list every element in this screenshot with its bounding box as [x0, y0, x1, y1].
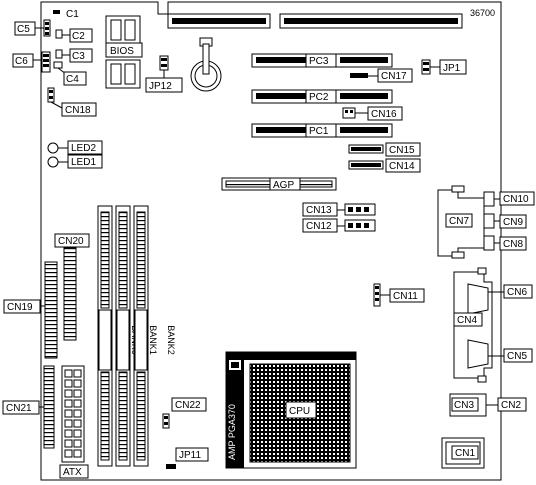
capacitor-c5: C5 [14, 19, 51, 37]
svg-text:CN16: CN16 [371, 109, 397, 120]
pci-slot-pc1: PC1 [251, 123, 393, 138]
svg-text:BANK1: BANK1 [148, 325, 158, 355]
svg-text:CN15: CN15 [389, 145, 415, 156]
connector-cn7: CN7 [437, 185, 485, 259]
svg-text:CN21: CN21 [6, 403, 32, 414]
svg-text:CN4: CN4 [457, 315, 477, 326]
svg-text:CN22: CN22 [175, 400, 201, 411]
svg-text:JP11: JP11 [179, 450, 201, 461]
connector-cn17: CN17 [350, 68, 413, 83]
svg-text:CN20: CN20 [58, 236, 84, 247]
svg-text:CN17: CN17 [381, 71, 407, 82]
connector-cn1: CN1 [441, 437, 485, 469]
svg-text:CN3: CN3 [454, 400, 474, 411]
svg-text:CN13: CN13 [306, 205, 332, 216]
capacitor-c4: C4 [53, 61, 87, 86]
svg-text:PC3: PC3 [309, 56, 329, 67]
connector-cn5: CN5 [488, 348, 533, 363]
svg-text:CN5: CN5 [507, 351, 527, 362]
svg-text:JP1: JP1 [443, 63, 461, 74]
connector-cn4: CN4 [453, 267, 493, 383]
bios-chip: BIOS [105, 15, 143, 89]
agp-slot: AGP [221, 177, 337, 191]
svg-text:CN1: CN1 [455, 448, 475, 459]
svg-text:CN8: CN8 [503, 239, 523, 250]
connector-cn19: CN19 [3, 261, 58, 359]
connector-cn3: CN3 [449, 393, 487, 417]
jumper-jp12: JP12 [145, 55, 183, 93]
jumper-jp11: JP11 [166, 447, 209, 469]
cpu-socket: CPU AMP PGA370 [225, 351, 357, 469]
svg-text:CN11: CN11 [393, 291, 418, 302]
capacitor-c2: C2 [55, 28, 93, 43]
led-1: LED1 [47, 154, 103, 169]
dimm-bank-0: BANK0 [97, 205, 140, 467]
svg-text:CN18: CN18 [65, 105, 91, 116]
svg-text:LED2: LED2 [71, 143, 96, 154]
svg-text:C3: C3 [72, 51, 85, 62]
svg-text:CN19: CN19 [7, 302, 33, 313]
battery [190, 37, 222, 92]
connector-cn20: CN20 [54, 233, 90, 341]
connector-cn10: CN10 [483, 191, 535, 207]
svg-text:CN10: CN10 [503, 194, 529, 205]
connector-cn14: CN14 [348, 158, 421, 173]
pci-slot-pc2: PC2 [251, 89, 393, 104]
capacitor-c6: C6 [12, 51, 51, 73]
svg-text:BIOS: BIOS [110, 46, 134, 57]
svg-text:CPU: CPU [289, 406, 310, 417]
connector-cn16: CN16 [342, 106, 403, 121]
connector-cn15: CN15 [348, 142, 421, 157]
connector-cn12: CN12 [302, 218, 376, 233]
svg-text:PC1: PC1 [309, 126, 329, 137]
svg-text:PC2: PC2 [309, 92, 329, 103]
jumper-jp1: JP1 [421, 59, 467, 75]
svg-text:C2: C2 [72, 31, 85, 42]
dimm-bank-2: BANK2 [133, 205, 176, 467]
connector-cn2: CN2 [486, 397, 527, 412]
board-outline [40, 1, 502, 481]
svg-text:CN2: CN2 [501, 400, 521, 411]
svg-text:C1: C1 [66, 9, 79, 20]
svg-text:LED1: LED1 [71, 157, 96, 168]
svg-text:C5: C5 [17, 24, 30, 35]
connector-cn18: CN18 [47, 87, 97, 117]
connector-cn21: CN21 [2, 365, 55, 449]
dimm-bank-1: BANK1 [115, 205, 158, 467]
svg-text:JP12: JP12 [149, 81, 172, 92]
svg-text:AMP PGA370: AMP PGA370 [227, 404, 237, 460]
svg-text:CN12: CN12 [306, 221, 332, 232]
svg-text:C6: C6 [15, 56, 28, 67]
led-2: LED2 [47, 140, 103, 155]
connector-cn22: CN22 [162, 397, 207, 429]
svg-text:CN14: CN14 [389, 161, 415, 172]
connector-cn13: CN13 [302, 202, 376, 217]
svg-text:CN7: CN7 [449, 216, 469, 227]
atx-power-connector: ATX [59, 365, 89, 479]
pci-slot-pc3: PC3 [251, 53, 393, 68]
svg-text:CN9: CN9 [503, 217, 523, 228]
board-id: 36700 [470, 8, 495, 18]
capacitor-c3: C3 [55, 48, 93, 63]
svg-text:ATX: ATX [63, 467, 82, 478]
connector-cn6: CN6 [488, 284, 533, 299]
capacitor-c1: C1 [53, 9, 79, 20]
connector-cn11: CN11 [373, 283, 425, 307]
connector-cn8: CN8 [483, 235, 527, 251]
connector-cn9: CN9 [483, 213, 527, 229]
svg-text:C4: C4 [66, 74, 79, 85]
svg-text:CN6: CN6 [507, 287, 527, 298]
svg-text:AGP: AGP [273, 180, 294, 191]
svg-text:BANK2: BANK2 [166, 325, 176, 355]
